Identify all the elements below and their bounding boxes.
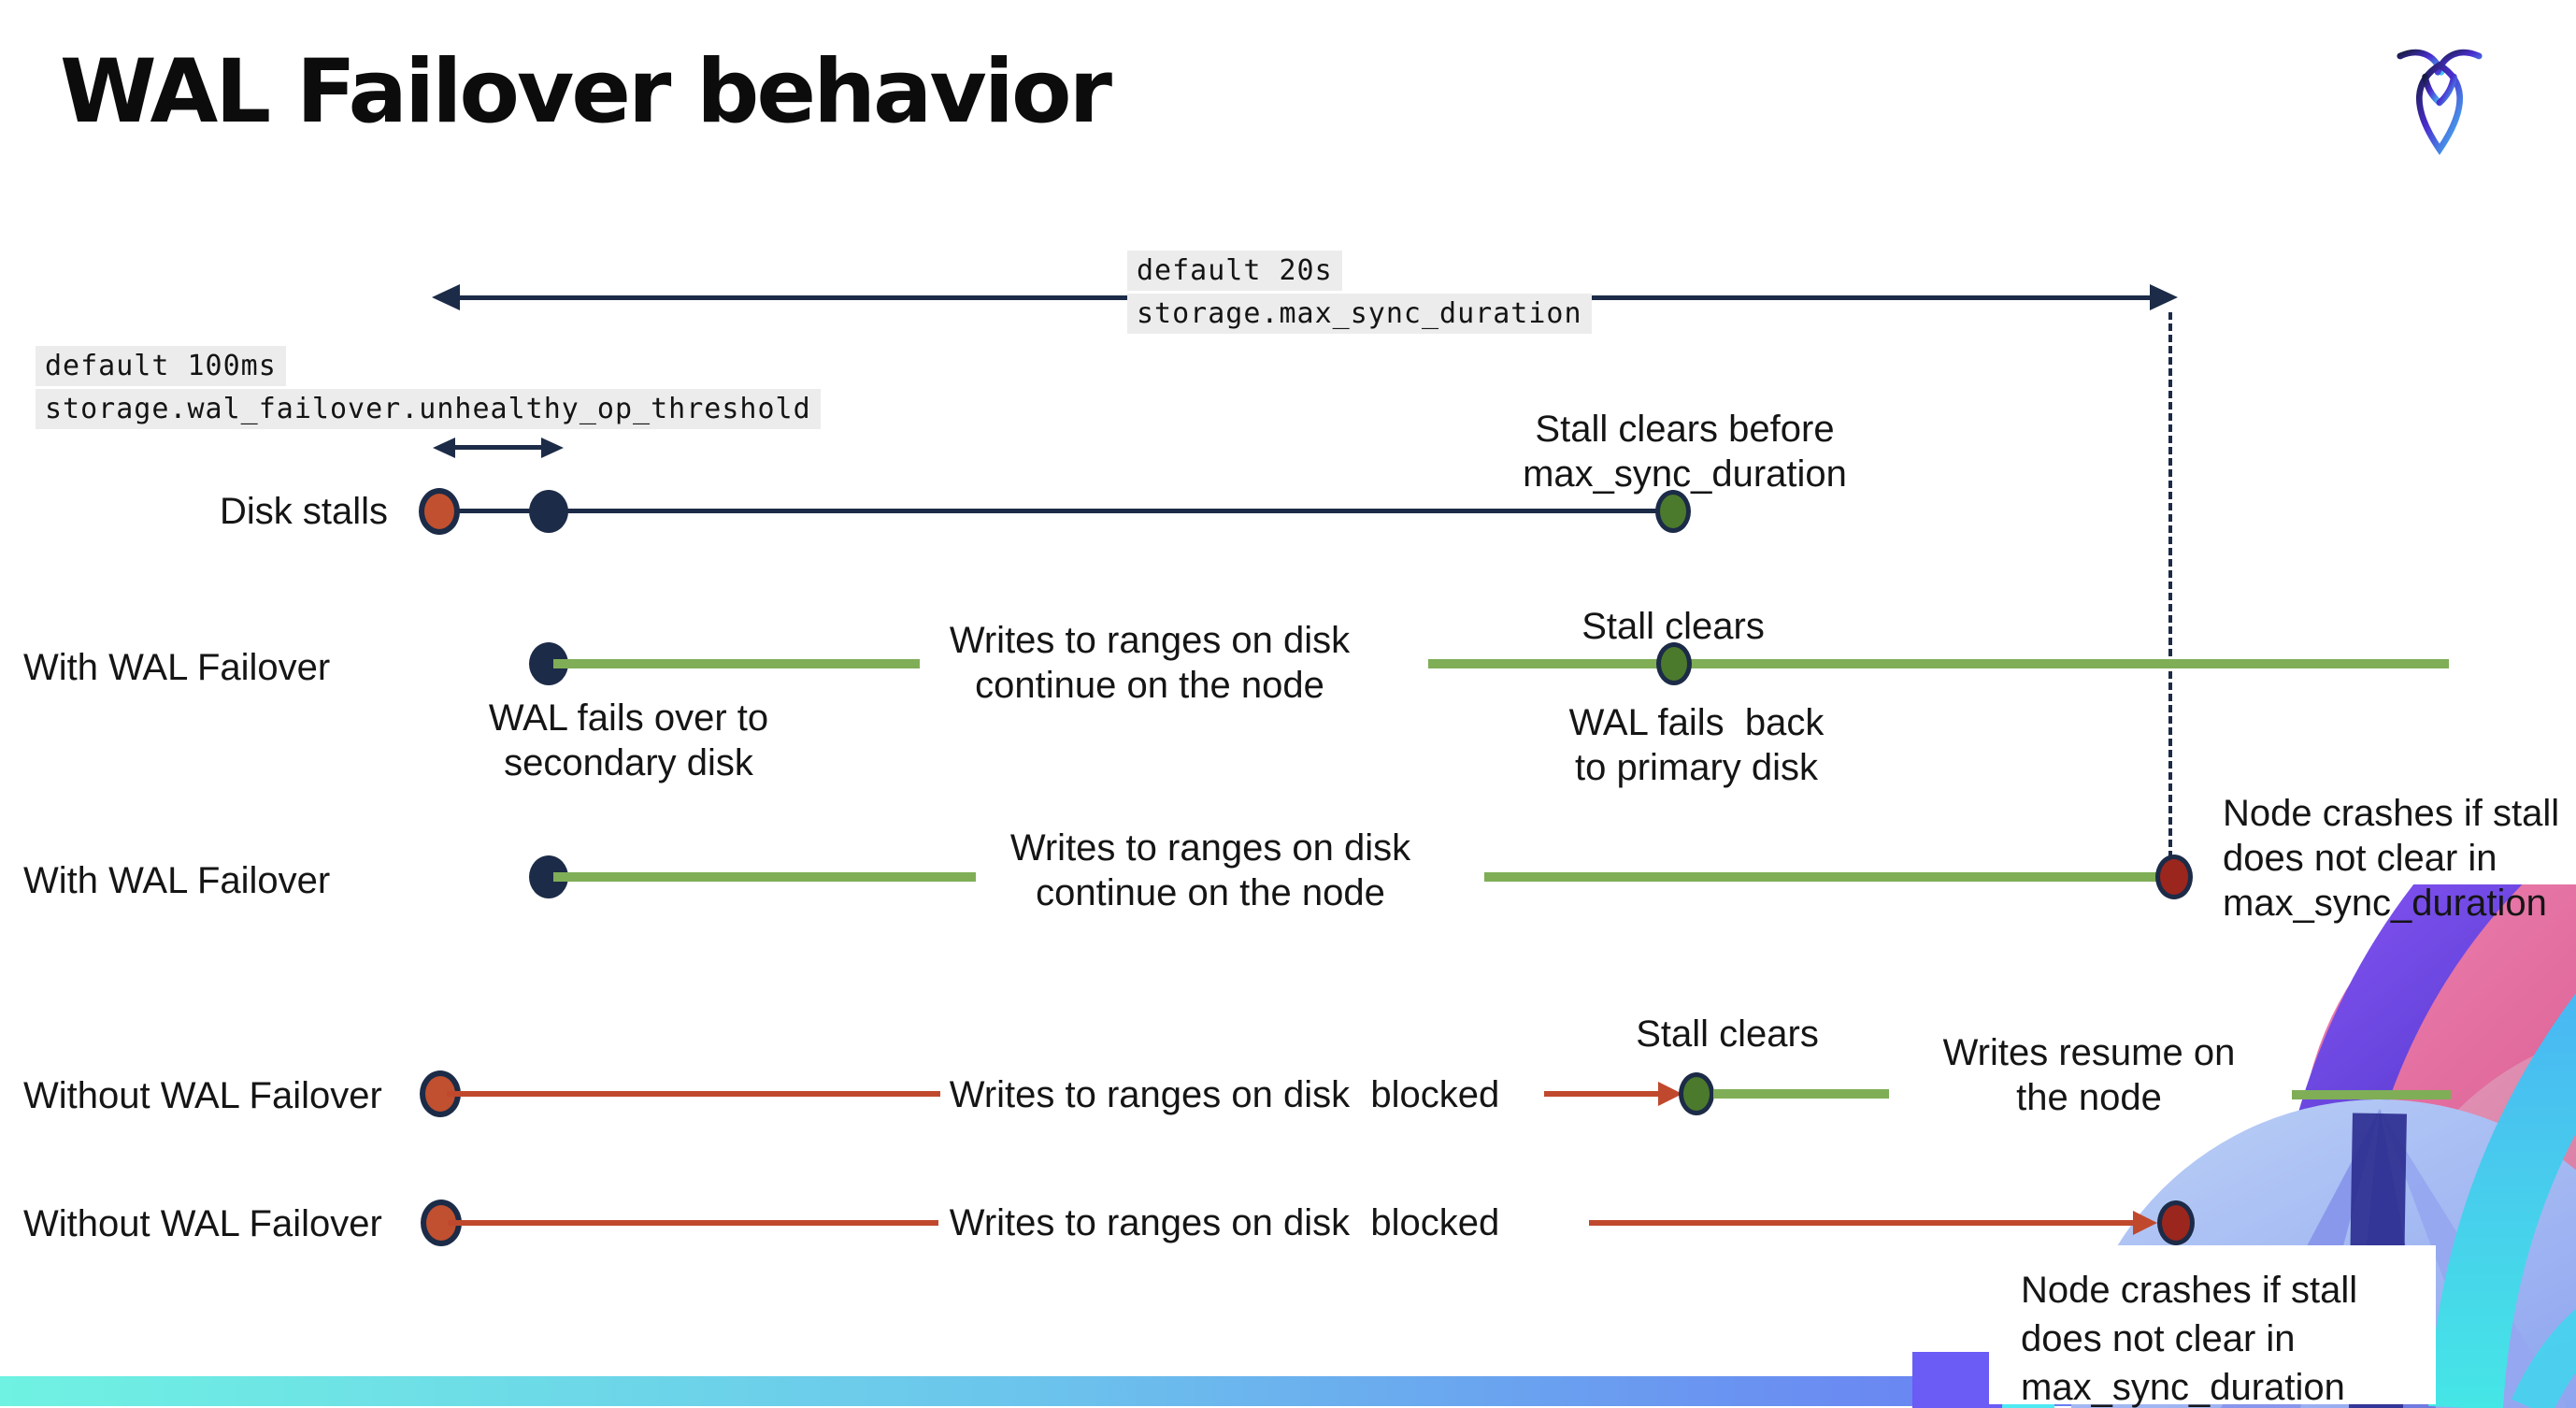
note-line: continue on the node	[1036, 872, 1385, 913]
blocked-arrow-head	[2133, 1211, 2157, 1235]
row-label-disk-stalls: Disk stalls	[219, 491, 388, 532]
row-label-with-wal-2: With WAL Failover	[23, 860, 331, 901]
crash-info-box: Node crashes if stall does not clear in …	[1989, 1245, 2436, 1408]
healthy-writes-segment	[1484, 872, 2170, 882]
node-crash-dot-with-wal	[2155, 855, 2193, 899]
note-line: max_sync_duration	[2021, 1367, 2345, 1408]
threshold-arrow-left-head	[433, 438, 455, 458]
node-crash-dot-without-wal	[2157, 1200, 2195, 1245]
max-sync-deadline-dashed-line	[2168, 312, 2172, 858]
disk-stalls-timeline	[439, 509, 1673, 513]
note-line: WAL fails back	[1568, 702, 1825, 743]
note-line: does not clear in	[2021, 1318, 2296, 1359]
stall-clears-dot-without-wal	[1679, 1072, 1714, 1115]
note-line: max_sync_duration	[2223, 883, 2547, 924]
note-stall-clears-2: Stall clears	[1636, 1013, 1819, 1055]
note-writes-continue-1: Writes to ranges on disk continue on the…	[897, 618, 1402, 708]
note-writes-blocked-1: Writes to ranges on disk blocked	[949, 1074, 1500, 1115]
note-fails-back: WAL fails back to primary disk	[1458, 700, 1935, 790]
note-line: Writes to ranges on disk	[949, 620, 1351, 661]
note-line: Node crashes if stall	[2021, 1270, 2358, 1311]
note-writes-continue-2: Writes to ranges on disk continue on the…	[958, 826, 1463, 915]
note-writes-blocked-2: Writes to ranges on disk blocked	[949, 1202, 1500, 1243]
row-label-without-wal-1: Without WAL Failover	[23, 1075, 382, 1116]
blocked-writes-segment	[1544, 1091, 1660, 1097]
note-line: Writes resume on	[1942, 1032, 2236, 1073]
threshold-arrow-right-head	[541, 438, 564, 458]
healthy-writes-segment	[553, 872, 976, 882]
note-line: Stall clears before	[1535, 409, 1835, 450]
resumed-writes-segment	[2292, 1090, 2451, 1099]
max-sync-setting-label: storage.max_sync_duration	[1127, 294, 1592, 334]
healthy-writes-segment	[553, 659, 920, 668]
note-stall-clears-before: Stall clears before max_sync_duration	[1444, 407, 1925, 496]
failover-threshold-dot	[529, 490, 568, 533]
healthy-writes-segment	[1428, 659, 2449, 668]
note-line: to primary disk	[1574, 747, 1819, 788]
note-fails-over: WAL fails over to secondary disk	[393, 696, 865, 785]
note-node-crashes-without-wal: Node crashes if stall does not clear in …	[2021, 1266, 2357, 1408]
threshold-default-label: default 100ms	[36, 346, 286, 386]
note-line: does not clear in	[2223, 838, 2497, 879]
note-writes-resume: Writes resume on the node	[1855, 1030, 2323, 1120]
blocked-writes-segment	[447, 1091, 940, 1097]
stall-clears-dot-with-wal-1	[1656, 642, 1692, 685]
row-label-without-wal-2: Without WAL Failover	[23, 1203, 382, 1244]
note-stall-clears-1: Stall clears	[1581, 606, 1765, 647]
note-node-crashes-with-wal: Node crashes if stall does not clear in …	[2223, 791, 2576, 926]
max-sync-arrow-left-head	[432, 284, 460, 310]
blocked-arrow-head	[1658, 1082, 1682, 1106]
stall-clears-dot-disk-stalls	[1655, 490, 1691, 533]
blocked-writes-segment	[1589, 1220, 2133, 1226]
resumed-writes-segment	[1713, 1089, 1889, 1099]
note-line: secondary disk	[504, 742, 753, 783]
disk-stall-start-dot	[419, 488, 460, 535]
row-label-with-wal-1: With WAL Failover	[23, 647, 331, 688]
cockroachdb-logo-icon	[2397, 49, 2483, 155]
note-line: Writes to ranges on disk	[1009, 827, 1411, 869]
note-line: the node	[2016, 1077, 2162, 1118]
note-line: Node crashes if stall	[2223, 793, 2560, 834]
threshold-setting-label: storage.wal_failover.unhealthy_op_thresh…	[36, 389, 821, 429]
max-sync-default-label: default 20s	[1127, 251, 1342, 291]
note-line: WAL fails over to	[488, 697, 769, 739]
threshold-arrow-line	[453, 445, 543, 450]
note-line: max_sync_duration	[1523, 453, 1847, 495]
max-sync-arrow-right-head	[2150, 284, 2178, 310]
blocked-writes-segment	[448, 1220, 938, 1226]
note-line: continue on the node	[975, 665, 1324, 706]
page-title: WAL Failover behavior	[60, 41, 1112, 143]
